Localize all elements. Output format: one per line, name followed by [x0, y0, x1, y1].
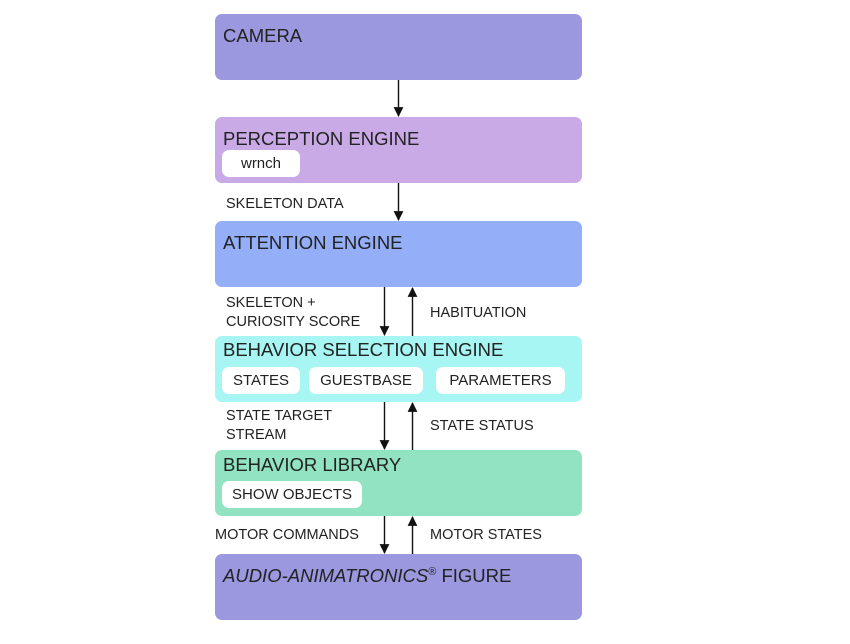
skeleton-curiosity-label-line2: CURIOSITY SCORE	[226, 314, 361, 330]
motor-states-label: MOTOR STATES	[430, 527, 542, 543]
figure-title: AUDIO-ANIMATRONICS® FIGURE	[223, 565, 512, 587]
camera-block: CAMERA	[215, 14, 582, 80]
skeleton-curiosity-label-line1: SKELETON +	[226, 295, 316, 311]
perception-engine-block: PERCEPTION ENGINE wrnch	[215, 117, 582, 183]
states-chip: STATES	[222, 367, 300, 394]
behavior-library-block: BEHAVIOR LIBRARY SHOW OBJECTS	[215, 450, 582, 516]
behavior-library-title: BEHAVIOR LIBRARY	[223, 454, 402, 475]
habituation-label: HABITUATION	[430, 305, 527, 321]
parameters-chip: PARAMETERS	[436, 367, 565, 394]
behavior-selection-engine-title: BEHAVIOR SELECTION ENGINE	[223, 339, 504, 360]
motor-commands-label: MOTOR COMMANDS	[215, 527, 359, 543]
figure-title-rest: FIGURE	[436, 565, 512, 587]
camera-title: CAMERA	[223, 25, 303, 46]
state-target-label-line1: STATE TARGET	[226, 408, 333, 424]
attention-engine-block: ATTENTION ENGINE	[215, 221, 582, 287]
perception-engine-title: PERCEPTION ENGINE	[223, 128, 420, 149]
registered-mark: ®	[428, 566, 437, 578]
state-status-label: STATE STATUS	[430, 418, 534, 434]
figure-block: AUDIO-ANIMATRONICS® FIGURE	[215, 554, 582, 620]
behavior-selection-engine-block: BEHAVIOR SELECTION ENGINE STATES GUESTBA…	[215, 336, 582, 402]
figure-title-italic: AUDIO-ANIMATRONICS	[223, 565, 429, 587]
guestbase-chip: GUESTBASE	[309, 367, 423, 394]
attention-engine-title: ATTENTION ENGINE	[223, 232, 403, 253]
wrnch-chip: wrnch	[222, 150, 300, 177]
skeleton-data-label: SKELETON DATA	[226, 196, 344, 212]
show-objects-chip: SHOW OBJECTS	[222, 481, 362, 508]
state-target-label-line2: STREAM	[226, 427, 287, 443]
